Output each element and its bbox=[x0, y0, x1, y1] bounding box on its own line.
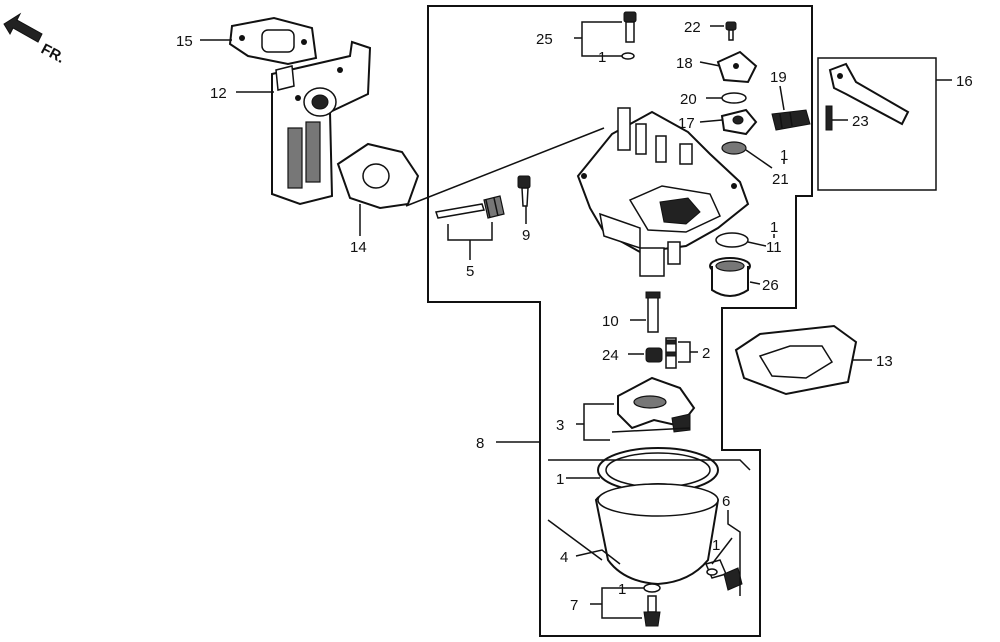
callout-4: 4 bbox=[560, 549, 568, 566]
callout-3: 3 bbox=[556, 417, 564, 434]
choke-lever bbox=[720, 108, 758, 136]
retainer-plate bbox=[716, 50, 758, 84]
leader-lines bbox=[200, 21, 952, 619]
callout-1-b: 1 bbox=[780, 147, 788, 164]
main-nozzle bbox=[665, 337, 677, 369]
carburetor-body bbox=[405, 107, 750, 277]
callout-19: 19 bbox=[770, 69, 787, 86]
callout-11: 11 bbox=[766, 239, 782, 256]
washer bbox=[721, 92, 747, 104]
air-cleaner-gasket bbox=[734, 324, 858, 396]
throttle-arm bbox=[828, 62, 910, 126]
insulator-plate bbox=[271, 40, 372, 206]
callout-labels: 25 1 22 18 19 20 17 1 21 1 11 26 16 23 1… bbox=[176, 19, 973, 614]
cap bbox=[709, 257, 751, 297]
carburetor-assembly-boundary bbox=[427, 5, 813, 637]
o-ring-large bbox=[715, 232, 749, 248]
float-chamber-bolt bbox=[643, 583, 661, 627]
callout-1-a: 1 bbox=[598, 49, 606, 66]
callout-9: 9 bbox=[522, 227, 530, 244]
float bbox=[611, 376, 696, 433]
callout-25: 25 bbox=[536, 31, 553, 48]
callout-26: 26 bbox=[762, 277, 779, 294]
callout-20: 20 bbox=[680, 91, 697, 108]
drain-screw bbox=[706, 567, 743, 591]
lever-spring bbox=[771, 109, 811, 131]
screw-top bbox=[621, 11, 637, 60]
choke-group-bracket bbox=[817, 57, 937, 191]
callout-18: 18 bbox=[676, 55, 693, 72]
callout-10: 10 bbox=[602, 313, 619, 330]
callout-1-d: 1 bbox=[556, 471, 564, 488]
callout-8: 8 bbox=[476, 435, 484, 452]
pilot-screw bbox=[517, 175, 531, 207]
callout-21: 21 bbox=[772, 171, 789, 188]
callout-2: 2 bbox=[702, 345, 710, 362]
gasket-carburetor bbox=[336, 142, 420, 210]
callout-13: 13 bbox=[876, 353, 893, 370]
callout-12: 12 bbox=[210, 85, 227, 102]
callout-24: 24 bbox=[602, 347, 619, 364]
float-valve bbox=[645, 291, 661, 333]
gasket-top bbox=[228, 16, 318, 66]
callout-5: 5 bbox=[466, 263, 474, 280]
callout-16: 16 bbox=[956, 73, 973, 90]
callout-7: 7 bbox=[570, 597, 578, 614]
front-direction-label: FR. bbox=[38, 41, 67, 67]
callout-15: 15 bbox=[176, 33, 193, 50]
callout-17: 17 bbox=[678, 115, 695, 132]
screw-small bbox=[725, 21, 737, 41]
throttle-stop-screw bbox=[435, 195, 505, 219]
spring-pin bbox=[825, 105, 833, 131]
callout-6: 6 bbox=[722, 493, 730, 510]
callout-1-f: 1 bbox=[618, 581, 626, 598]
front-direction-indicator: FR. bbox=[3, 12, 67, 67]
front-direction-arrow-icon bbox=[3, 12, 43, 43]
main-jet bbox=[645, 347, 663, 363]
callout-1-e: 1 bbox=[712, 537, 720, 554]
callout-23: 23 bbox=[852, 113, 869, 130]
callout-14: 14 bbox=[350, 239, 367, 256]
callout-22: 22 bbox=[684, 19, 701, 36]
o-ring-small bbox=[721, 141, 747, 155]
float-chamber bbox=[594, 482, 728, 586]
callout-1-c: 1 bbox=[770, 219, 778, 236]
